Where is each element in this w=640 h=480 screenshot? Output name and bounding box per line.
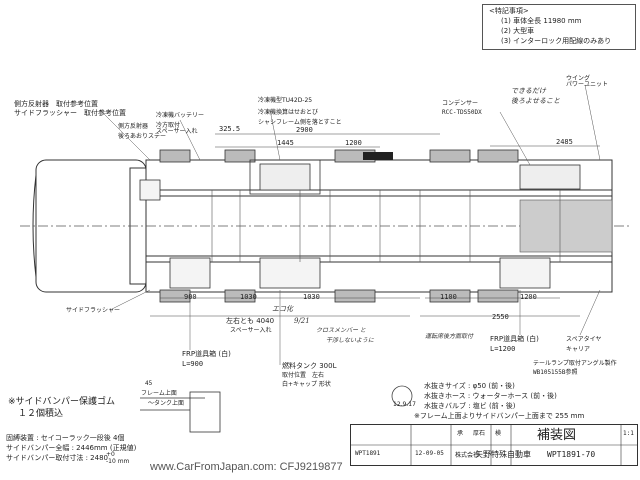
- label-cold-unit-note2: シャシフレーム側を落とすこと: [258, 119, 342, 126]
- label-bumper-rubber-qty: １２個積込: [18, 409, 64, 419]
- title-company: 矢野特殊自動車: [475, 450, 531, 459]
- handwritten-note-3: エコ化: [272, 305, 293, 313]
- dim-325: 325.5: [219, 125, 241, 133]
- bumper-detail-sketch: [140, 391, 221, 433]
- label-tol-plus: +0: [106, 451, 115, 458]
- label-side-reflector: 側方反射器 取付参考位置: [14, 100, 98, 108]
- label-fuel-tank-note1: 取付位置 左右: [282, 372, 325, 379]
- label-side-flasher-small: サイドフラッシャー: [66, 307, 121, 314]
- handwritten-note-4: 9/21: [294, 317, 310, 325]
- dim-900: 900: [184, 293, 197, 301]
- label-spacer: スペーサー入れ: [230, 327, 272, 334]
- label-rack: 固縛装置 : セイコーラック一段後 4個: [6, 434, 125, 442]
- title-inspect: 検: [495, 430, 502, 437]
- title-check: 承: [457, 430, 464, 437]
- label-cold-battery-note: 冷方取付 スペーサー入れ: [156, 122, 198, 135]
- refrigerator-unit: [249, 159, 321, 195]
- label-frp-box-right: FRP道具箱 (白): [490, 335, 539, 343]
- dim-45: 45: [145, 380, 153, 387]
- dim-1200-bot: 1200: [520, 293, 537, 301]
- title-designer: 厚石: [473, 430, 486, 437]
- title-company-prefix: 株式会社: [455, 452, 480, 459]
- black-stamp: [363, 152, 393, 160]
- handwritten-note-6: 干渉しないように: [326, 337, 374, 344]
- handwritten-note-2: 後ろよせること: [511, 97, 560, 105]
- label-frp-box-left-len: L=900: [182, 360, 204, 368]
- label-side-reflector-small: 側方反射器: [118, 123, 149, 130]
- note-item-1: (1) 車体全長 11980 mm: [501, 17, 582, 25]
- dim-2900: 2900: [296, 126, 313, 134]
- label-tail-lamp-model: WB105155B参照: [533, 369, 578, 376]
- handwritten-note-7: 運転席後方面取付: [425, 333, 474, 340]
- date-stamp: [391, 385, 413, 407]
- dim-2550: 2550: [492, 313, 509, 321]
- notes-box: <特記事項> (1) 車体全長 11980 mm (2) 大型車 (3) インタ…: [482, 4, 636, 50]
- title-date: 12-09-05: [415, 450, 444, 457]
- label-drain-valve: 水抜きバルブ : 塩ビ (前・後): [424, 402, 516, 410]
- label-bumper-rubber: ※サイドバンパー保護ゴム: [8, 397, 115, 407]
- label-cold-unit-note1: 冷凍機換算はせおとび: [258, 109, 319, 116]
- note-item-3: (3) インターロック用配線のみあり: [501, 37, 612, 45]
- label-side-bumper-len: サイドバンパー全幅 : 2446mm (正規値): [6, 444, 137, 452]
- handwritten-note-5: クロスメンバー と: [316, 327, 366, 334]
- label-fuel-tank-note2: 白+キャップ 形状: [282, 381, 331, 388]
- dim-1030-b: 1030: [303, 293, 320, 301]
- notes-title: <特記事項>: [489, 7, 529, 15]
- label-spare-tire: スペアタイヤ: [566, 336, 602, 343]
- dim-1200-top: 1200: [345, 139, 362, 147]
- title-drawing-no-small: WPT1891: [355, 450, 381, 457]
- dim-1030-a: 1030: [240, 293, 257, 301]
- label-side-bumper-pos: サイドバンパー取付寸法 : 2480: [6, 454, 108, 462]
- label-frame-top: フレーム上面: [141, 390, 177, 397]
- condenser-box: [519, 164, 581, 190]
- title-drawing-no: WPT1891-70: [547, 450, 596, 459]
- dim-2485: 2485: [556, 138, 573, 146]
- label-tol-minus: -10 mm: [106, 458, 130, 465]
- rear-shaded-area: [519, 199, 613, 253]
- handwritten-note-1: できるだけ: [511, 87, 546, 95]
- label-frame-height: ※フレーム上面よりサイドバンパー上面まで 255 mm: [414, 412, 585, 420]
- label-condenser-model: RCC-TDS50DX: [442, 109, 482, 116]
- stamp-date: 12.9.17: [393, 401, 416, 408]
- label-fuel-tank: 燃料タンク 300L: [282, 362, 337, 370]
- dim-1100: 1100: [440, 293, 457, 301]
- label-drain-hose: 水抜きホース : ウォーターホース (前・後): [424, 392, 557, 400]
- cross-members: [211, 190, 561, 262]
- watermark: www.CarFromJapan.com: CFJ9219877: [150, 461, 343, 473]
- title-main: 補装図: [537, 428, 577, 443]
- label-drain-size: 水抜きサイズ : φ50 (前・後): [424, 382, 515, 390]
- label-frp-box-right-len: L=1200: [490, 345, 516, 353]
- label-tail-lamp: テールランプ取付アングル製作: [533, 360, 617, 367]
- label-cold-battery: 冷凍機バッテリー: [156, 112, 205, 119]
- equipment-boxes: [139, 179, 551, 289]
- leader-lines: [99, 84, 601, 365]
- label-cold-unit: 冷凍機型TU42D-25: [258, 97, 313, 104]
- label-wing-unit: ウイング パワーユニット: [566, 75, 609, 88]
- dim-4040: 左右とも 4040: [226, 317, 275, 325]
- label-side-flasher: サイドフラッシャー 取付参考位置: [14, 109, 126, 117]
- title-block: WPT1891 12-09-05 承 厚石 検 補装図 株式会社 矢野特殊自動車…: [350, 424, 638, 466]
- label-tank-top: ～タンク上面: [148, 400, 185, 407]
- label-carrier: キャリア: [566, 346, 591, 353]
- title-block-grid: [351, 425, 637, 465]
- title-scale: 1:1: [623, 430, 634, 437]
- label-body-stay: 後ろあおりステー: [118, 133, 167, 140]
- label-condenser: コンデンサー: [442, 100, 479, 107]
- dim-1445: 1445: [277, 139, 294, 147]
- label-frp-box-left: FRP道具箱 (白): [182, 350, 231, 358]
- note-item-2: (2) 大型車: [501, 27, 535, 35]
